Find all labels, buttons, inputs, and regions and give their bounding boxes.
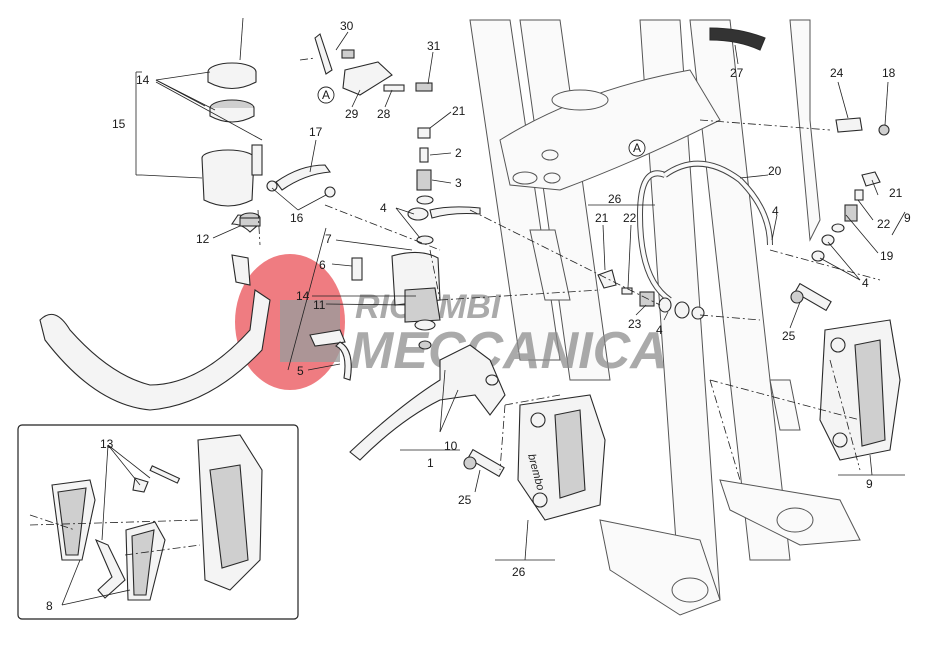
callout-21-right: 21: [889, 186, 903, 200]
banjo-fittings-middle: [597, 269, 705, 320]
callout-14-lower: 14: [296, 289, 310, 303]
callout-22-right: 22: [877, 217, 891, 231]
callout-1: 1: [427, 456, 434, 470]
callout-24: 24: [830, 66, 844, 80]
brake-lever: [349, 344, 506, 461]
brake-pads-inset: [17, 424, 299, 620]
callout-9-lower: 9: [866, 477, 873, 491]
caliper-bolt-right: [790, 282, 832, 312]
callout-4-middle: 4: [656, 323, 663, 337]
callout-26-middle: 26: [608, 192, 622, 206]
rubber-sleeve: [709, 27, 766, 51]
callout-16: 16: [290, 211, 304, 225]
leader-lines: [29, 31, 906, 606]
callout-25-right: 25: [782, 329, 796, 343]
callout-4-right-lower: 4: [862, 276, 869, 290]
callout-21-middle: 21: [595, 211, 609, 225]
callout-26-lower: 26: [512, 565, 526, 579]
banjo-fittings-upper: [407, 127, 481, 245]
callout-17: 17: [309, 125, 323, 139]
reservoir-hose: [275, 164, 332, 191]
banjo-fittings-right: [811, 117, 890, 262]
callout-3: 3: [455, 176, 462, 190]
collar-12: [239, 212, 261, 227]
callout-15: 15: [112, 117, 126, 131]
callout-27: 27: [730, 66, 744, 80]
callout-31: 31: [427, 39, 441, 53]
reservoir-bracket: [314, 33, 433, 96]
callout-25-left: 25: [458, 493, 472, 507]
master-cylinder-body: [351, 251, 441, 350]
callout-4-right-upper: 4: [772, 204, 779, 218]
brake-fluid-reservoir: [201, 17, 263, 233]
callout-14: 14: [136, 73, 150, 87]
caliper-bolt-left: [463, 448, 505, 478]
callout-labels: 30 31 29 28 21 2 3 4 14 15 17 16 12 7 6 …: [46, 19, 911, 613]
callout-28: 28: [377, 107, 391, 121]
callout-7: 7: [325, 232, 332, 246]
callout-2: 2: [455, 146, 462, 160]
brake-light-switch: [309, 329, 352, 381]
callout-20: 20: [768, 164, 782, 178]
brake-hose-20: [636, 160, 773, 303]
brake-caliper-left: brembo: [517, 394, 606, 521]
watermark-line2: MECCANICA: [350, 322, 668, 380]
callout-30: 30: [340, 19, 354, 33]
callout-11: 11: [313, 298, 326, 312]
reference-marker-a-2: A: [628, 139, 646, 157]
callout-29: 29: [345, 107, 359, 121]
lever-guard: [39, 254, 271, 411]
svg-text:A: A: [633, 141, 641, 155]
callout-21-upper: 21: [452, 104, 466, 118]
callout-5: 5: [297, 364, 304, 378]
callout-23: 23: [628, 317, 642, 331]
callout-12: 12: [196, 232, 210, 246]
callout-19: 19: [880, 249, 894, 263]
callout-4-upper: 4: [380, 201, 387, 215]
callout-13: 13: [100, 437, 114, 451]
callout-9-right: 9: [904, 211, 911, 225]
reference-marker-a-1: A: [317, 86, 335, 104]
callout-6: 6: [319, 258, 326, 272]
svg-text:A: A: [322, 88, 330, 102]
brake-caliper-right: [819, 319, 901, 461]
callout-10: 10: [444, 439, 458, 453]
callout-8: 8: [46, 599, 53, 613]
callout-18: 18: [882, 66, 896, 80]
callout-22-middle: 22: [623, 211, 637, 225]
